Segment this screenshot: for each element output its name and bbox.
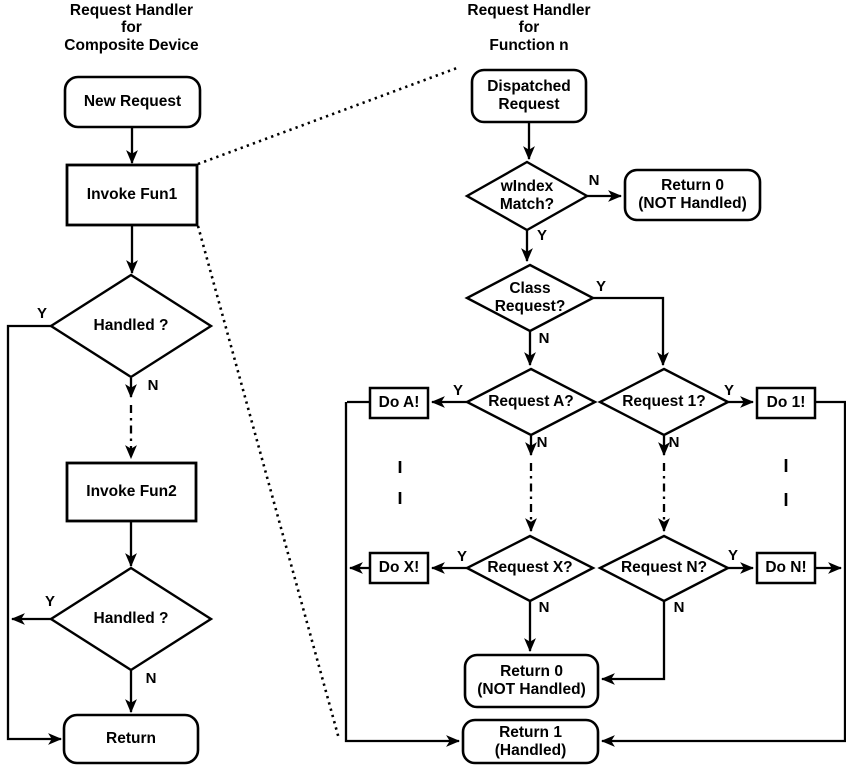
request-1-decision: [597, 367, 731, 437]
rail-handled1-yes-to-return: [6, 324, 63, 745]
windex-match-decision: [464, 160, 590, 232]
new-request-node: [63, 75, 202, 129]
invoke-fun2-node: [65, 461, 198, 523]
class-request-decision: [464, 263, 596, 333]
dotted-zoom-connector-top: [197, 66, 458, 166]
do-a-node: [368, 386, 430, 420]
rail-right-to-return1: [600, 400, 846, 747]
do-x-node: [368, 551, 430, 585]
request-a-decision: [464, 367, 598, 437]
return-0-top-node: [623, 168, 762, 222]
invoke-fun1-node: [65, 163, 199, 227]
dotted-zoom-connector-bottom: [196, 225, 341, 740]
return-node: [62, 713, 200, 765]
dispatched-request-node: [470, 68, 588, 124]
do-1-node: [755, 386, 817, 420]
do-n-node: [755, 551, 817, 585]
arrow-requestn-no-to-return0b: [600, 601, 666, 685]
return-0-bottom-node: [463, 653, 600, 709]
return-1-node: [461, 718, 600, 765]
handled-2-decision: [48, 566, 214, 672]
request-x-decision: [464, 534, 596, 603]
arrow-class-yes-to-request1: [593, 296, 669, 367]
handled-1-decision: [48, 273, 214, 379]
rail-left-to-return1: [344, 402, 461, 747]
request-n-decision: [597, 534, 731, 603]
